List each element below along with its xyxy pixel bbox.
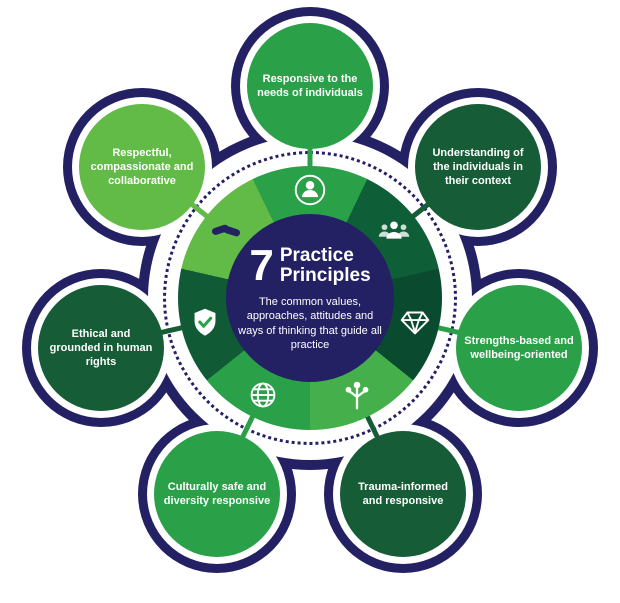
satellite-label: Understanding of the individuals in thei…	[432, 146, 524, 188]
people-group-icon	[375, 212, 413, 250]
satellite-understanding: Understanding of the individuals in thei…	[415, 104, 541, 230]
center-subtitle: The common values, approaches, attitudes…	[238, 296, 382, 351]
satellite-label: Responsive to the needs of individuals	[257, 72, 363, 99]
shield-check-icon	[186, 303, 224, 341]
globe-icon	[244, 376, 282, 414]
person-icon	[291, 171, 329, 209]
satellite-responsive: Responsive to the needs of individuals	[247, 23, 373, 149]
principles-count: 7	[249, 241, 274, 291]
handshake-icon	[207, 212, 245, 250]
satellite-cultural: Culturally safe and diversity responsive	[154, 431, 280, 557]
satellite-label: Strengths-based and wellbeing-oriented	[464, 334, 574, 361]
satellite-strengths: Strengths-based and wellbeing-oriented	[456, 285, 582, 411]
center-title-words: Practice Principles	[279, 245, 371, 287]
center-hub: 7 Practice Principles The common values,…	[226, 214, 394, 382]
satellite-label: Respectful, compassionate and collaborat…	[90, 146, 194, 188]
satellite-label: Ethical and grounded in human rights	[49, 327, 153, 369]
center-title: 7 Practice Principles	[249, 244, 370, 288]
satellite-respectful: Respectful, compassionate and collaborat…	[79, 104, 205, 230]
satellite-label: Trauma-informed and responsive	[358, 480, 448, 507]
diamond-icon	[396, 303, 434, 341]
satellite-ethical: Ethical and grounded in human rights	[38, 285, 164, 411]
tree-icon	[338, 376, 376, 414]
satellite-label: Culturally safe and diversity responsive	[163, 480, 271, 507]
satellite-trauma: Trauma-informed and responsive	[340, 431, 466, 557]
